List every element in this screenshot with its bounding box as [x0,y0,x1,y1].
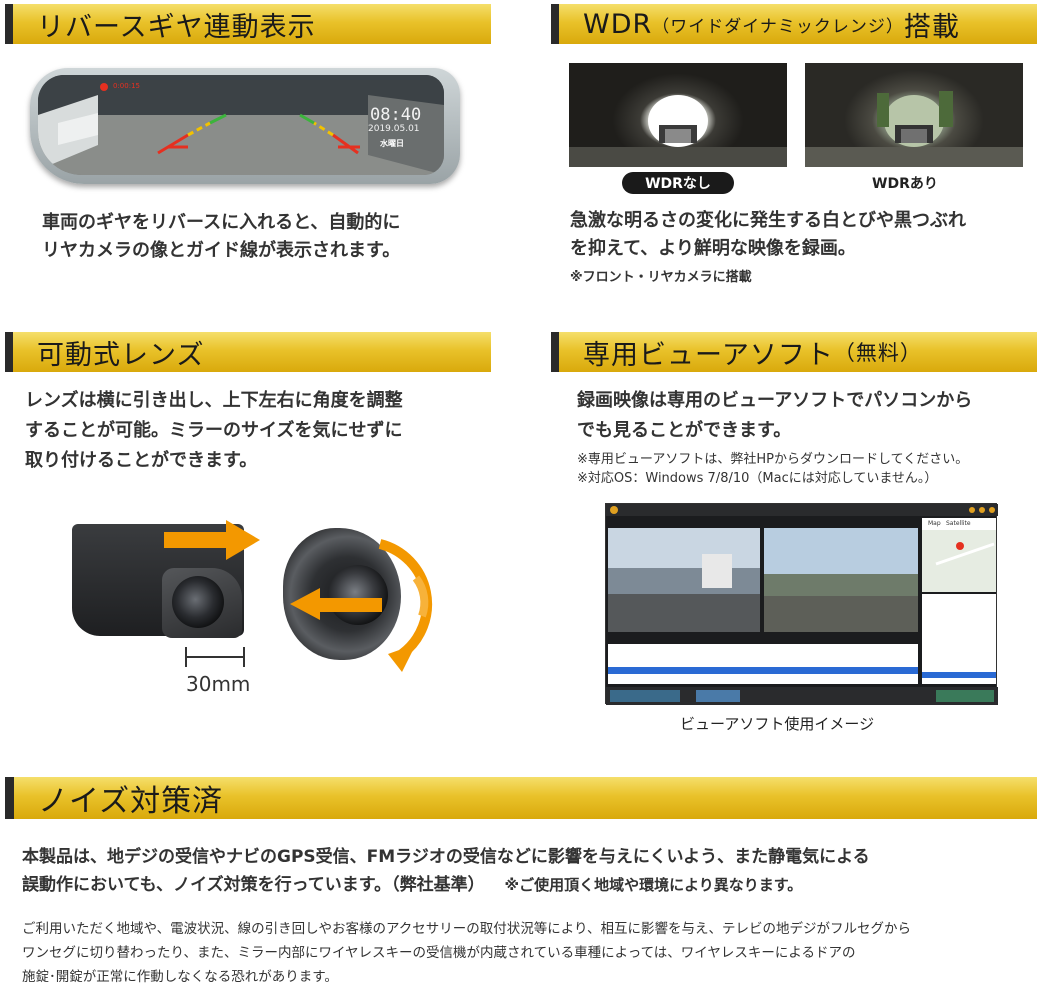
reverse-text-2: リヤカメラの像とガイド線が表示されます。 [42,240,401,261]
rotating-lens-glass [328,565,388,625]
map-tab-map: Map [928,520,941,527]
section-title-noise: ノイズ対策済 [38,784,224,819]
wdr-text-1: 急激な明るさの変化に発生する白とびや黒つぶれ [570,210,966,231]
noise-para-3: 施錠･開錠が正常に作動しなくなる恐れがあります。 [22,969,338,985]
section-header-reverse: リバースギヤ連動表示 [5,4,491,44]
dimension-label: 30mm [186,672,251,696]
slide-arrow-icon [164,520,260,560]
viewer-software-screenshot: Map Satellite [605,503,998,705]
wdr-title-tail: 搭載 [903,11,960,43]
software-caption: ビューアソフト使用イメージ [680,715,875,733]
section-title-lens: 可動式レンズ [37,339,205,371]
noise-text-2-main: 誤動作においても、ノイズ対策を行っています。（弊社基準） [22,875,485,895]
software-note-2: ※対応OS：Windows 7/8/10（Macには対応していません。） [577,471,938,486]
wdr-text-2: を抑えて、より鮮明な映像を録画。 [570,238,856,259]
lens-text-3: 取り付けることができます。 [25,450,258,471]
section-header-noise: ノイズ対策済 [5,777,1037,819]
software-title-main: 専用ビューアソフト [583,339,834,371]
lens-front [172,576,224,628]
wdr-note: ※フロント・リヤカメラに搭載 [570,270,752,285]
software-title-paren: （無料） [833,341,922,365]
software-note-1: ※専用ビューアソフトは、弊社HPからダウンロードしてください。 [577,452,969,467]
viewer-software-image [606,504,998,705]
section-header-lens: 可動式レンズ [5,332,491,372]
dimension-line [185,647,245,667]
tunnel-photo-with-wdr [805,63,1023,167]
map-tab-satellite: Satellite [946,520,971,527]
noise-text-2-note: ※ご使用頂く地域や環境により異なります。 [504,876,803,894]
noise-text-2: 誤動作においても、ノイズ対策を行っています。（弊社基準） ※ご使用頂く地域や環境… [22,869,802,901]
rear-view-image [38,75,444,175]
wdr-title-main: WDR [583,8,653,40]
reverse-text-1: 車両のギヤをリバースに入れると、自動的に [42,212,401,233]
noise-text-1: 本製品は、地デジの受信やナビのGPS受信、FMラジオの受信などに影響を与えにくい… [22,847,870,867]
mirror-screen [38,75,444,175]
lens-text-1: レンズは横に引き出し、上下左右に角度を調整 [25,390,403,411]
software-text-2: でも見ることができます。 [577,420,792,441]
noise-para-2: ワンセグに切り替わったり、また、ミラー内部にワイヤレスキーの受信機が内蔵されてい… [22,945,856,961]
wdr-title-paren: （ワイドダイナミックレンジ） [652,16,904,37]
mirror-day: 水曜日 [380,139,404,148]
mirror-date: 2019.05.01 [368,124,420,134]
wdr-off-label: WDRなし [622,172,734,194]
rotate-arrows-icon [290,539,433,672]
tunnel-photo-without-wdr [569,63,787,167]
section-header-software: 専用ビューアソフト （無料） [551,332,1037,372]
software-text-1: 録画映像は専用のビューアソフトでパソコンから [577,390,973,411]
lens-text-2: することが可能。ミラーのサイズを気にせずに [25,420,403,441]
rec-time: 0:00:15 [113,82,140,90]
noise-para-1: ご利用いただく地域や、電波状況、線の引き回しやお客様のアクセサリーの取付状況等に… [22,921,911,937]
section-title-reverse: リバースギヤ連動表示 [37,11,316,43]
mirror-clock: 08:40 [370,105,422,125]
wdr-on-label: WDRあり [872,176,938,192]
section-header-wdr: WDR （ワイドダイナミックレンジ） 搭載 [551,4,1037,44]
